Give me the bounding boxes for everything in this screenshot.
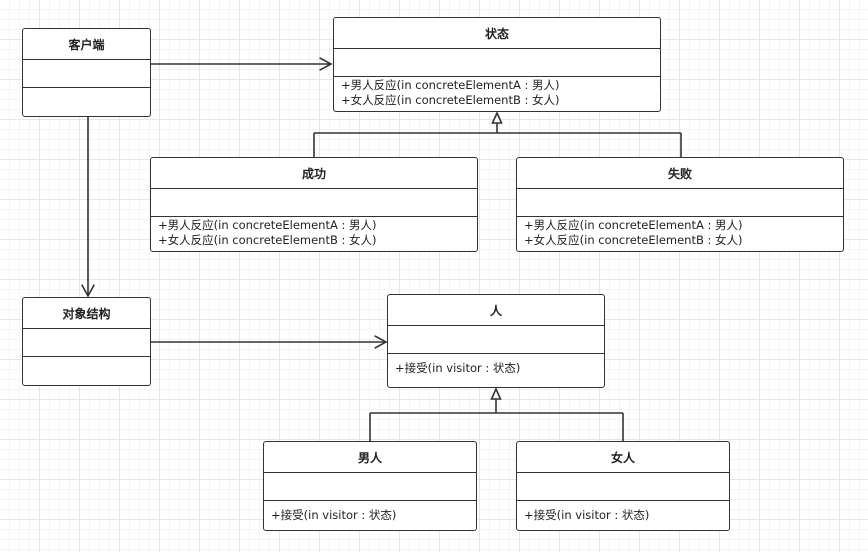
class-object-structure-name: 对象结构 — [23, 298, 150, 329]
class-success-operations: +男人反应(in concreteElementA : 男人) +女人反应(in… — [151, 217, 477, 248]
class-failure[interactable]: 失败 +男人反应(in concreteElementA : 男人) +女人反应… — [516, 157, 844, 252]
class-state[interactable]: 状态 +男人反应(in concreteElementA : 男人) +女人反应… — [333, 17, 661, 112]
operation: +男人反应(in concreteElementA : 男人) — [341, 78, 560, 92]
class-success-name: 成功 — [151, 158, 477, 189]
class-object-structure-attributes — [23, 329, 150, 357]
class-object-structure-operations — [23, 357, 150, 358]
class-woman-attributes — [517, 473, 729, 501]
class-success[interactable]: 成功 +男人反应(in concreteElementA : 男人) +女人反应… — [150, 157, 478, 252]
class-man[interactable]: 男人 +接受(in visitor : 状态) — [263, 441, 477, 531]
class-client-operations — [23, 88, 150, 89]
state-generalization-triangle — [491, 111, 503, 124]
class-person-name: 人 — [388, 295, 604, 326]
class-person[interactable]: 人 +接受(in visitor : 状态) — [387, 294, 605, 388]
class-failure-name: 失败 — [517, 158, 843, 189]
class-person-operations: +接受(in visitor : 状态) — [388, 354, 604, 376]
class-object-structure[interactable]: 对象结构 — [22, 297, 151, 386]
operation: +女人反应(in concreteElementB : 女人) — [524, 233, 743, 247]
class-woman-name: 女人 — [517, 442, 729, 473]
class-man-attributes — [264, 473, 476, 501]
operation: +接受(in visitor : 状态) — [271, 508, 397, 522]
operation: +男人反应(in concreteElementA : 男人) — [524, 218, 743, 232]
client-to-object-structure-arrowhead — [81, 284, 95, 298]
class-client[interactable]: 客户端 — [22, 28, 151, 117]
operation: +接受(in visitor : 状态) — [395, 361, 521, 375]
class-person-attributes — [388, 326, 604, 354]
operation: +接受(in visitor : 状态) — [524, 508, 650, 522]
operation: +女人反应(in concreteElementB : 女人) — [158, 233, 377, 247]
class-success-attributes — [151, 189, 477, 217]
class-man-operations: +接受(in visitor : 状态) — [264, 501, 476, 523]
object-structure-to-person-arrowhead — [374, 335, 388, 349]
client-to-state-arrowhead — [319, 57, 333, 71]
class-man-name: 男人 — [264, 442, 476, 473]
class-woman[interactable]: 女人 +接受(in visitor : 状态) — [516, 441, 730, 531]
class-client-attributes — [23, 60, 150, 88]
class-state-name: 状态 — [334, 18, 660, 49]
class-state-operations: +男人反应(in concreteElementA : 男人) +女人反应(in… — [334, 77, 660, 108]
class-client-name: 客户端 — [23, 29, 150, 60]
class-failure-operations: +男人反应(in concreteElementA : 男人) +女人反应(in… — [517, 217, 843, 248]
class-state-attributes — [334, 49, 660, 77]
person-generalization-triangle — [490, 387, 502, 400]
operation: +男人反应(in concreteElementA : 男人) — [158, 218, 377, 232]
class-failure-attributes — [517, 189, 843, 217]
operation: +女人反应(in concreteElementB : 女人) — [341, 93, 560, 107]
class-woman-operations: +接受(in visitor : 状态) — [517, 501, 729, 523]
